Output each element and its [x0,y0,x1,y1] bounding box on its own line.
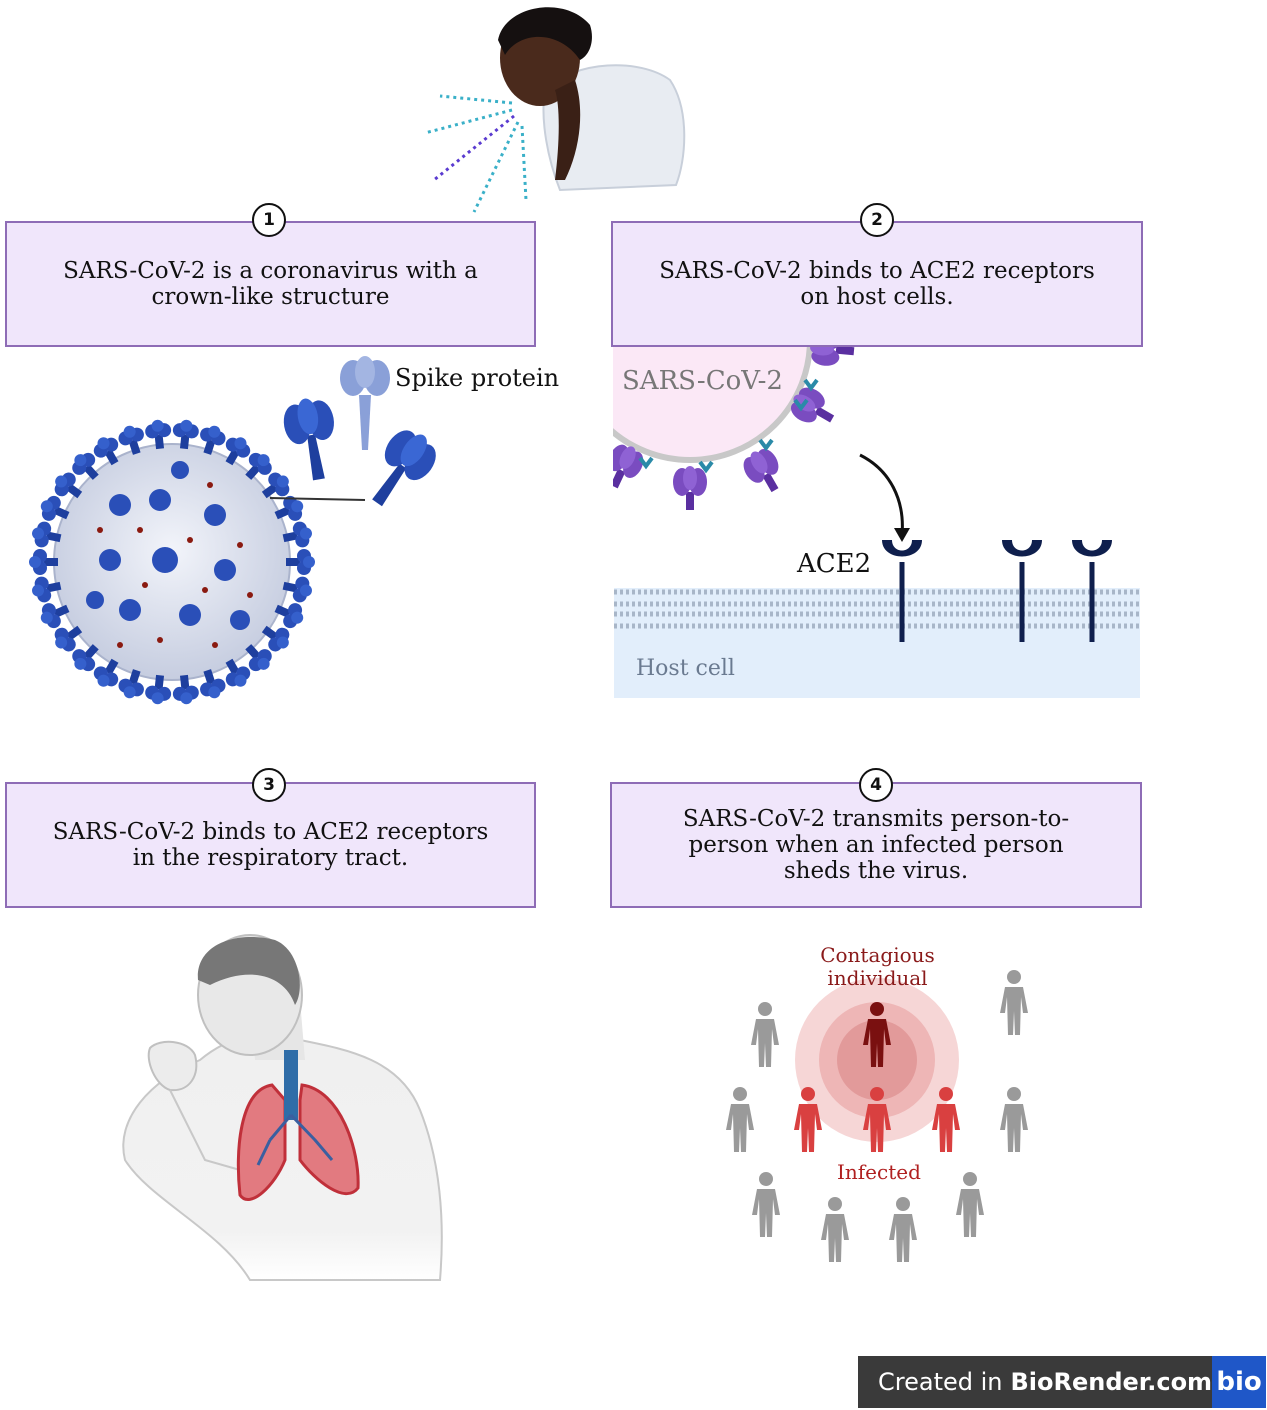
biorender-credit-badge: Created in BioRender.com bio [858,1356,1266,1408]
step-3-text: SARS-CoV-2 binds to ACE2 receptors in th… [52,819,489,871]
biorender-brand-text: BioRender.com [1010,1368,1213,1396]
step-4-number-badge: 4 [859,768,893,802]
spike-protein-label: Spike protein [395,364,560,392]
cell-membrane [614,589,1140,629]
sars-cov-2-label: SARS-CoV-2 [622,366,783,396]
lungs-icon [236,1050,360,1201]
step-2-box: SARS-CoV-2 binds to ACE2 receptors on ho… [611,221,1143,347]
infected-label: Infected [837,1160,921,1184]
created-in-text: Created in [878,1368,1003,1396]
spike-protein-icon [340,356,390,450]
contagious-individual-label: Contagious individual [820,943,935,990]
step-2-number-badge: 2 [860,203,894,237]
step-4-box: SARS-CoV-2 transmits person-to-person wh… [610,782,1142,908]
droplet-spray-icon [424,94,528,213]
step-1-number-badge: 1 [252,203,286,237]
step-3-number-badge: 3 [252,768,286,802]
step-1-text: SARS-CoV-2 is a coronavirus with a crown… [63,258,478,310]
step-3-box: SARS-CoV-2 binds to ACE2 receptors in th… [5,782,536,908]
step-4-text: SARS-CoV-2 transmits person-to-person wh… [682,806,1070,884]
host-cell-label: Host cell [636,656,735,681]
step-1-box: SARS-CoV-2 is a coronavirus with a crown… [5,221,536,347]
step-2-text: SARS-CoV-2 binds to ACE2 receptors on ho… [659,258,1095,310]
ace2-label: ACE2 [797,549,872,579]
biorender-logo-icon: bio [1212,1356,1266,1408]
